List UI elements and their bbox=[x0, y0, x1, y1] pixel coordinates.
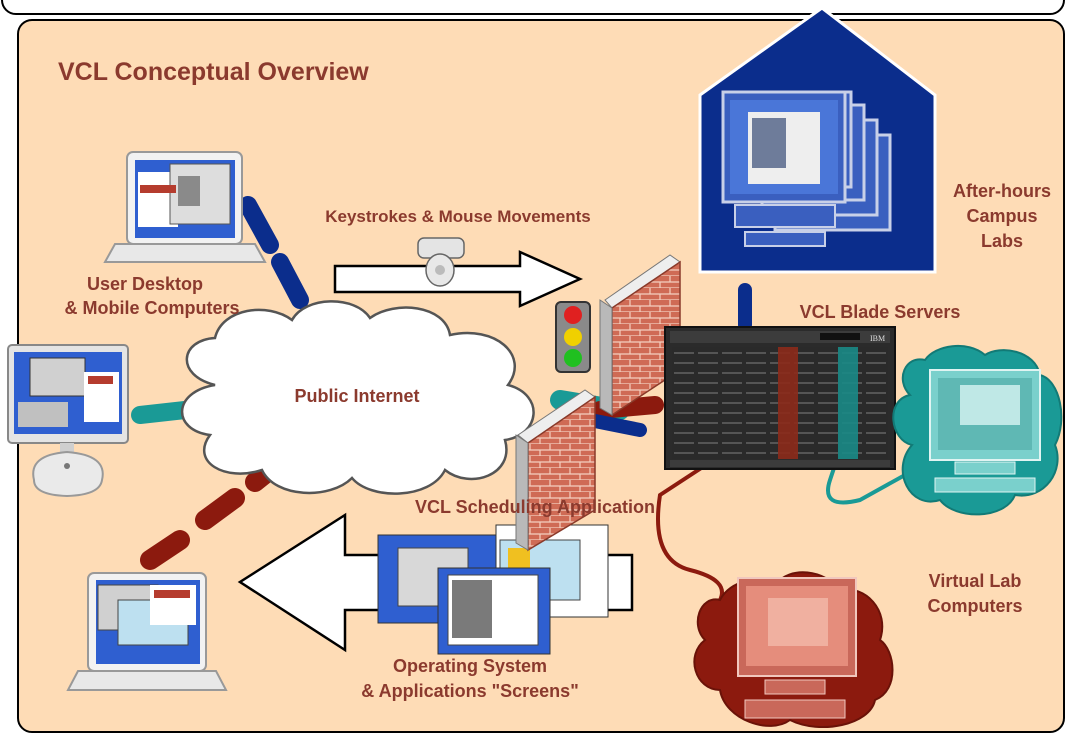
laptop-bottom-icon bbox=[66, 572, 228, 691]
scheduling-label: VCL Scheduling Application bbox=[415, 497, 655, 517]
traffic-light-icon bbox=[555, 301, 591, 373]
house-icon bbox=[698, 6, 937, 274]
mobile-computers-label: & Mobile Computers bbox=[64, 298, 239, 318]
blade-server-icon: IBM bbox=[664, 326, 896, 470]
os-screens-icon bbox=[377, 524, 609, 655]
diagram-title: VCL Conceptual Overview bbox=[58, 58, 369, 86]
mouse-icon bbox=[417, 237, 465, 287]
labs-label: Labs bbox=[981, 231, 1023, 251]
applications-screens-label: & Applications "Screens" bbox=[361, 681, 578, 701]
navy-link-server bbox=[583, 413, 647, 437]
imac-icon bbox=[7, 344, 129, 498]
arrow-right-icon bbox=[333, 250, 584, 308]
virtual-lab-label: Virtual Lab bbox=[929, 571, 1022, 591]
blade-servers-label: VCL Blade Servers bbox=[800, 302, 961, 322]
navy-link-laptop bbox=[239, 196, 309, 309]
lab-monitor-stack bbox=[721, 90, 892, 247]
thin-teal-link bbox=[826, 418, 907, 505]
user-desktop-label: User Desktop bbox=[87, 274, 203, 294]
top-banner bbox=[1, 0, 1065, 15]
firewall-upper-icon bbox=[599, 254, 681, 417]
laptop-icon bbox=[103, 151, 267, 263]
thin-maroon-link bbox=[656, 408, 792, 602]
teal-cloud-monitor-icon bbox=[892, 344, 1063, 516]
after-hours-label: After-hours bbox=[953, 181, 1051, 201]
campus-label: Campus bbox=[966, 206, 1037, 226]
public-internet-label: Public Internet bbox=[294, 386, 419, 406]
cloud-icon bbox=[180, 300, 535, 495]
keystrokes-label: Keystrokes & Mouse Movements bbox=[325, 207, 590, 226]
maroon-cloud-monitor-icon bbox=[693, 571, 894, 728]
virtual-lab-computers-label: Computers bbox=[927, 596, 1022, 616]
os-screens-label: Operating System bbox=[393, 656, 547, 676]
server-brand: IBM bbox=[870, 334, 885, 343]
teal-link-imac bbox=[131, 401, 194, 424]
firewall-lower-icon bbox=[515, 389, 596, 552]
